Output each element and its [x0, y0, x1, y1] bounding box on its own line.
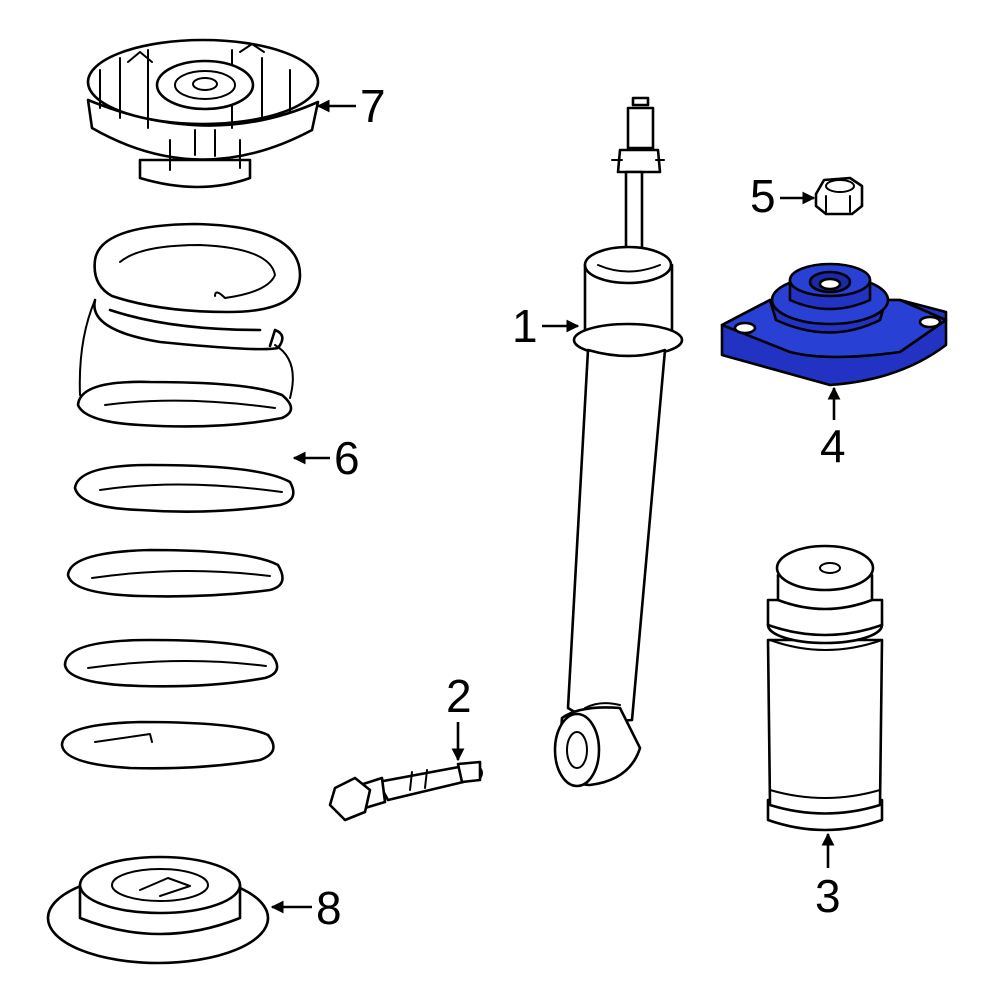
callout-number-5: 5 [750, 170, 776, 222]
callout-8: 8 [270, 882, 342, 934]
callout-1: 1 [512, 300, 580, 352]
part-7-upper-spring-seat[interactable] [86, 38, 320, 189]
callout-2: 2 [446, 670, 472, 762]
callout-number-2: 2 [446, 670, 472, 722]
callout-number-1: 1 [512, 300, 538, 352]
callout-number-4: 4 [820, 420, 846, 472]
part-1-shock-absorber[interactable] [553, 96, 684, 788]
part-3-bump-stop[interactable] [766, 544, 884, 832]
callout-4: 4 [820, 386, 846, 472]
callout-6: 6 [292, 432, 360, 484]
callout-number-7: 7 [360, 80, 386, 132]
callout-number-8: 8 [316, 882, 342, 934]
part-4-upper-mount[interactable] [720, 262, 948, 387]
callout-7: 7 [316, 80, 386, 132]
callout-3: 3 [815, 832, 841, 922]
callout-number-6: 6 [334, 432, 360, 484]
part-6-coil-spring[interactable] [60, 222, 302, 770]
part-2-bolt[interactable] [328, 760, 483, 822]
callout-number-3: 3 [815, 870, 841, 922]
callout-5: 5 [750, 170, 816, 222]
part-5-nut[interactable] [814, 176, 864, 216]
part-8-lower-spring-seat[interactable] [46, 855, 270, 965]
